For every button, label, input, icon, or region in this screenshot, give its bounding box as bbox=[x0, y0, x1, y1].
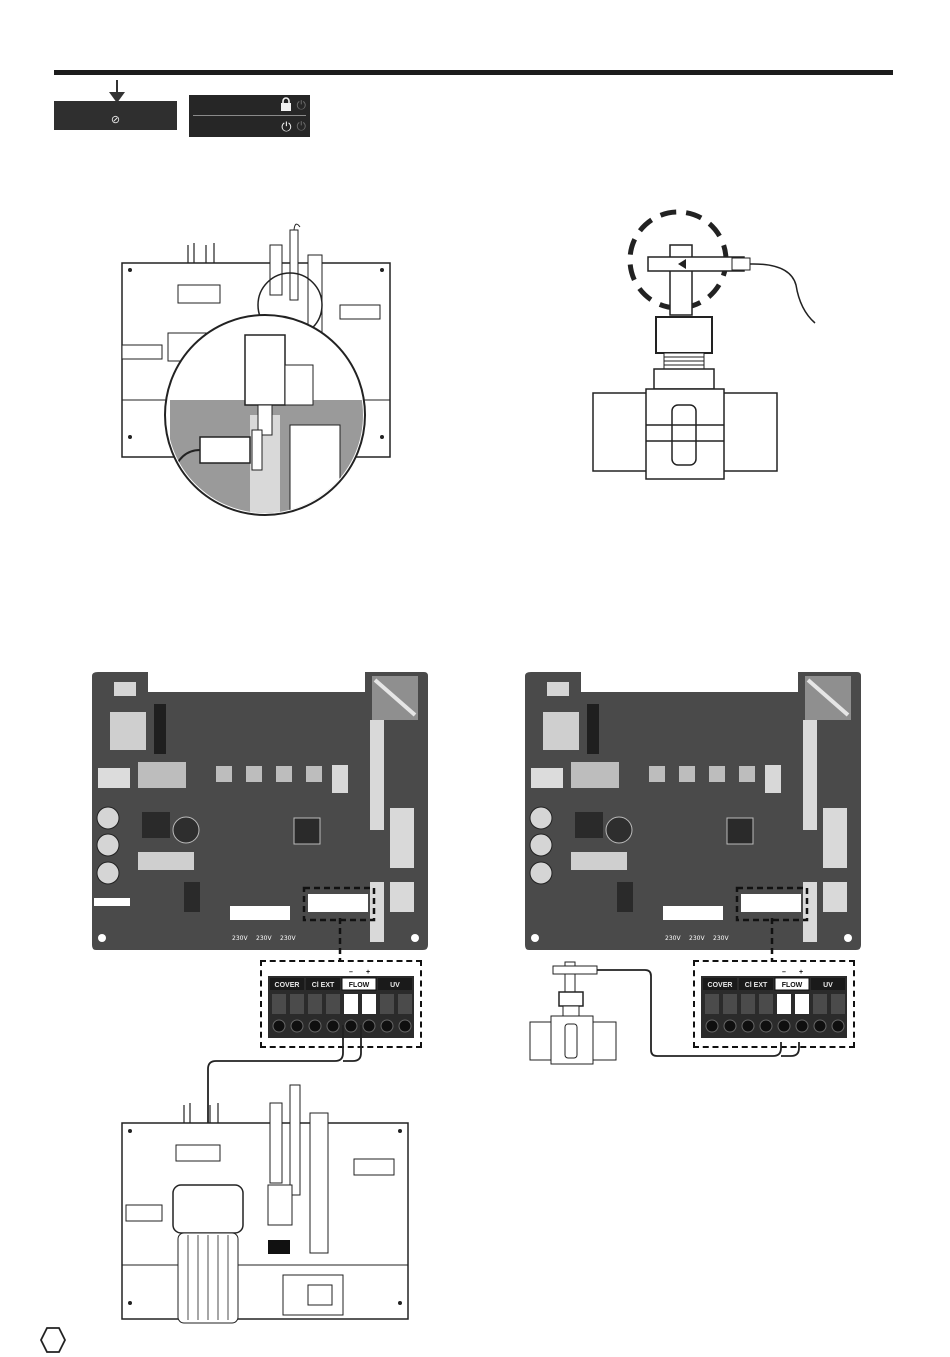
board-shape bbox=[92, 672, 428, 950]
voltage-label-r2: 230V bbox=[689, 935, 705, 942]
terminal-minus: – bbox=[349, 969, 353, 976]
unit-detail-figure bbox=[110, 225, 410, 535]
voltage-label-r1: 230V bbox=[665, 935, 681, 942]
mode-button[interactable]: ⊘ bbox=[54, 101, 177, 130]
terminal-label-ci-ext: Cl EXT bbox=[312, 982, 335, 989]
voltage-label-r3: 230V bbox=[713, 935, 729, 942]
controller-board-left: 230V 230V 230V bbox=[90, 670, 430, 955]
terminal-plus: + bbox=[366, 969, 370, 976]
unit-overview-figure bbox=[118, 1075, 418, 1330]
callout-line-left bbox=[330, 918, 350, 963]
flow-sensor-small bbox=[525, 958, 805, 1068]
lock-icon bbox=[280, 98, 292, 113]
terminal-label-flow: FLOW bbox=[349, 982, 370, 989]
callout-line-right bbox=[762, 918, 782, 963]
header-rule bbox=[54, 70, 893, 75]
hexagon-icon bbox=[40, 1327, 66, 1353]
flow-sensor-figure bbox=[590, 205, 830, 480]
voltage-label-3: 230V bbox=[280, 935, 296, 942]
terminal-label-cover: COVER bbox=[275, 982, 300, 989]
status-panel: ⏻ ⏻ ⏻ bbox=[189, 95, 310, 137]
power-icon-secondary: ⏻ bbox=[297, 120, 307, 133]
controller-board-right: 230V 230V 230V bbox=[523, 670, 863, 955]
power-row: ⏻ ⏻ bbox=[189, 116, 310, 136]
power-icon-dim: ⏻ bbox=[297, 99, 307, 112]
settings-knob-icon: ⊘ bbox=[111, 114, 120, 126]
lock-row: ⏻ bbox=[189, 95, 310, 115]
terminal-label-uv: UV bbox=[390, 982, 400, 989]
terminal-label-uv-r: UV bbox=[823, 982, 833, 989]
voltage-label-1: 230V bbox=[232, 935, 248, 942]
power-icon[interactable]: ⏻ bbox=[281, 120, 291, 133]
voltage-label-2: 230V bbox=[256, 935, 272, 942]
